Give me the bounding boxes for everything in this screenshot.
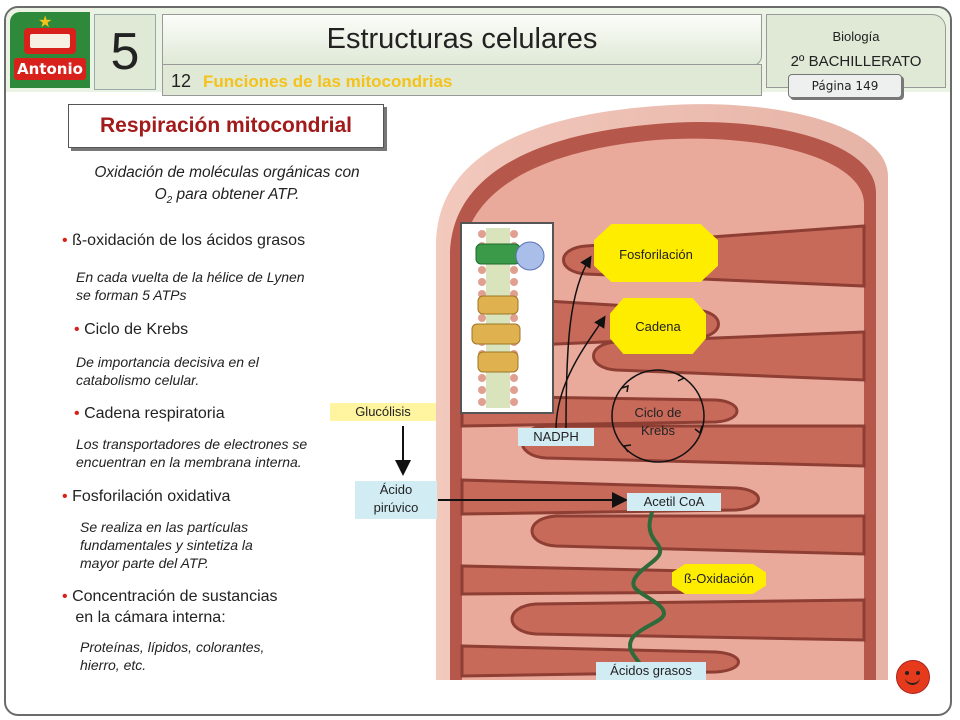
bullet-dot: • xyxy=(62,588,68,605)
bullet-dot: • xyxy=(62,488,68,505)
bullet-text: Cadena respiratoria xyxy=(84,405,225,422)
bullet-dot: • xyxy=(74,321,80,338)
membrane-detail-drawing xyxy=(471,228,545,408)
bullet-text: Ciclo de Krebs xyxy=(84,321,189,338)
intro-line2-sub: 2 xyxy=(166,195,173,207)
section-fosfo-title: • Fosforilación oxidativa xyxy=(62,488,230,506)
logo-book-icon xyxy=(24,28,76,54)
label-acido-piruvico: Ácido pirúvico xyxy=(355,481,437,519)
desc-line: Proteínas, lípidos, colorantes, xyxy=(80,639,265,655)
section-beta-title: • ß-oxidación de los ácidos grasos xyxy=(62,232,305,250)
subject-label: Biología xyxy=(832,29,880,44)
course-label: 2º BACHILLERATO xyxy=(790,53,922,70)
section-fosfo-desc: Se realiza en las partículas fundamentale… xyxy=(80,518,253,572)
page-number-button[interactable]: Página 149 xyxy=(788,74,902,98)
desc-line: encuentran en la membrana interna. xyxy=(76,454,302,470)
label-nadph: NADPH xyxy=(518,428,594,446)
bullet-dot: • xyxy=(74,405,80,422)
label-line: Fosforilación xyxy=(619,247,693,262)
logo-star-icon: ★ xyxy=(38,14,53,31)
bullet-text: en la cámara interna: xyxy=(75,609,226,626)
desc-line: Los transportadores de electrones se xyxy=(76,436,308,452)
label-acetil-coa: Acetil CoA xyxy=(627,493,721,511)
krebs-arrowhead xyxy=(677,373,686,382)
bullet-text: Concentración de sustancias xyxy=(72,588,278,605)
bullet-dot: • xyxy=(62,232,68,249)
bullet-text: Fosforilación oxidativa xyxy=(72,488,231,505)
desc-line: se forman 5 ATPs xyxy=(76,287,187,303)
unit-number-box: 5 xyxy=(94,14,156,90)
logo: ★ Antonio xyxy=(10,12,90,88)
label-line: Ácido xyxy=(379,482,413,497)
lynen-helix xyxy=(628,511,666,677)
section-beta-desc: En cada vuelta de la hélice de Lynen se f… xyxy=(76,268,305,304)
desc-line: De importancia decisiva en el xyxy=(76,354,259,370)
desc-line: fundamentales y sintetiza la xyxy=(80,537,253,553)
membrane-detail-inset xyxy=(460,222,554,414)
desc-line: En cada vuelta de la hélice de Lynen xyxy=(76,269,305,285)
intro-text: Oxidación de moléculas orgánicas con O2 … xyxy=(62,162,392,212)
label-line: ß-Oxidación xyxy=(683,571,755,586)
desc-line: mayor parte del ATP. xyxy=(80,555,209,571)
section-title: Funciones de las mitocondrias xyxy=(203,72,453,91)
intro-line2-post: para obtener ATP. xyxy=(172,186,300,203)
section-cadena-title: • Cadena respiratoria xyxy=(74,405,225,423)
page-title: Estructuras celulares xyxy=(326,23,598,55)
krebs-cycle-circle xyxy=(611,369,705,463)
label-glucolisis: Glucólisis xyxy=(330,403,436,421)
label-line: Krebs xyxy=(641,423,675,438)
section-number: 12 xyxy=(171,71,192,91)
krebs-arrowhead xyxy=(694,425,703,435)
desc-line: hierro, etc. xyxy=(80,657,147,673)
label-beta-oxidacion: ß-Oxidación xyxy=(672,564,766,594)
krebs-arrowhead xyxy=(621,384,629,393)
bullet-text: ß-oxidación de los ácidos grasos xyxy=(72,232,306,249)
desc-line: Se realiza en las partículas xyxy=(80,519,249,535)
label-line: Ciclo de xyxy=(634,405,682,420)
section-camara-title: • Concentración de sustancias en la cáma… xyxy=(62,586,278,628)
intro-line2-pre: O xyxy=(154,186,167,203)
label-line: Cadena xyxy=(635,319,681,334)
section-krebs-title: • Ciclo de Krebs xyxy=(74,321,188,339)
logo-text: Antonio xyxy=(14,58,86,80)
label-acidos-grasos: Ácidos grasos xyxy=(596,662,706,680)
intro-line1: Oxidación de moléculas orgánicas con xyxy=(94,164,360,181)
krebs-arrowhead xyxy=(622,444,632,453)
label-ciclo-krebs: Ciclo de Krebs xyxy=(622,404,694,440)
section-box: 12 Funciones de las mitocondrias xyxy=(162,64,762,96)
section-krebs-desc: De importancia decisiva en el catabolismo… xyxy=(76,353,259,389)
main-title: Respiración mitocondrial xyxy=(68,104,384,148)
arrow-nadph-cadena xyxy=(555,315,606,431)
label-line: pirúvico xyxy=(373,500,419,515)
unit-number: 5 xyxy=(110,23,140,81)
arrow-nadph-fosfo xyxy=(565,255,592,431)
section-camara-desc: Proteínas, lípidos, colorantes, hierro, e… xyxy=(80,638,264,674)
smiley-icon[interactable] xyxy=(896,660,930,694)
desc-line: catabolismo celular. xyxy=(76,372,200,388)
title-box: Estructuras celulares xyxy=(162,14,762,66)
section-cadena-desc: Los transportadores de electrones se encu… xyxy=(76,435,307,471)
